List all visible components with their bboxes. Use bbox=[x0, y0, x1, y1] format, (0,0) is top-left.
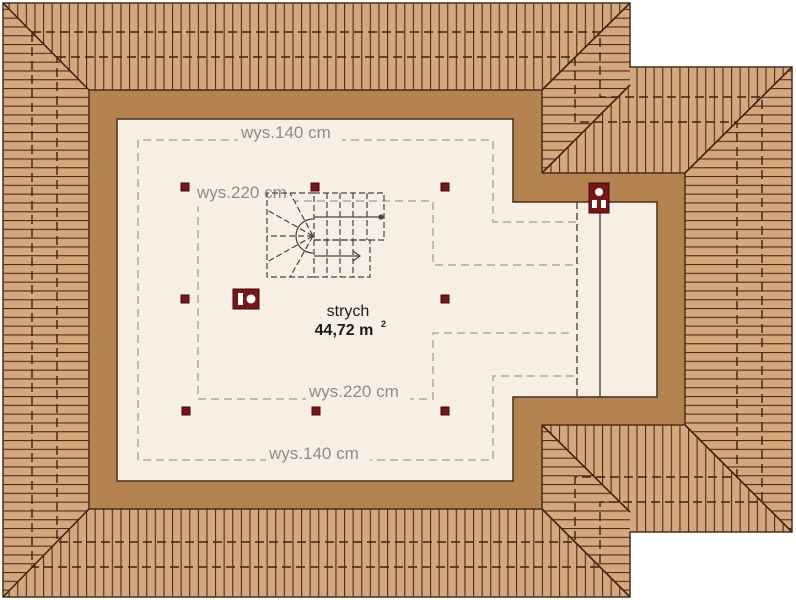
room-area-superscript: 2 bbox=[381, 319, 386, 329]
room-area: 44,72 m bbox=[315, 322, 374, 339]
post-icon bbox=[311, 406, 321, 416]
roof-wing-slope-right bbox=[685, 67, 792, 532]
roof-slope-top bbox=[3, 3, 630, 90]
room-name: strych bbox=[327, 303, 370, 320]
post-icon bbox=[310, 182, 320, 192]
roof-wing-slope-top bbox=[542, 67, 792, 173]
posts bbox=[180, 182, 450, 416]
roof-hip-main-lower-right bbox=[542, 425, 630, 597]
stairs-direction-arrows bbox=[295, 214, 384, 262]
height-line-140 bbox=[137, 139, 576, 461]
height-label-inner-top: wys.220 cm bbox=[196, 183, 287, 202]
height-label-inner-bottom: wys.220 cm bbox=[308, 382, 399, 401]
roof-slope-left bbox=[3, 3, 89, 597]
attic-floor bbox=[116, 118, 658, 482]
post-icon bbox=[180, 182, 190, 192]
post-icon bbox=[180, 294, 190, 304]
roof-slope-bottom bbox=[3, 509, 630, 597]
roof-wing-slope-bottom bbox=[542, 425, 792, 532]
post-icon bbox=[440, 406, 450, 416]
height-label-outer-bottom: wys.140 cm bbox=[268, 444, 359, 463]
height-line-220 bbox=[197, 200, 573, 400]
label-backgrounds bbox=[195, 130, 410, 465]
chimney-icon bbox=[588, 182, 610, 214]
post-icon bbox=[440, 182, 450, 192]
height-lines bbox=[137, 139, 576, 461]
roof-dashed-lines bbox=[31, 31, 763, 568]
post-icon bbox=[440, 294, 450, 304]
height-label-outer-top: wys.140 cm bbox=[240, 123, 331, 142]
roof-hip-main-upper-right bbox=[542, 3, 630, 173]
post-icon bbox=[181, 406, 191, 416]
chimney-icon bbox=[232, 288, 260, 310]
